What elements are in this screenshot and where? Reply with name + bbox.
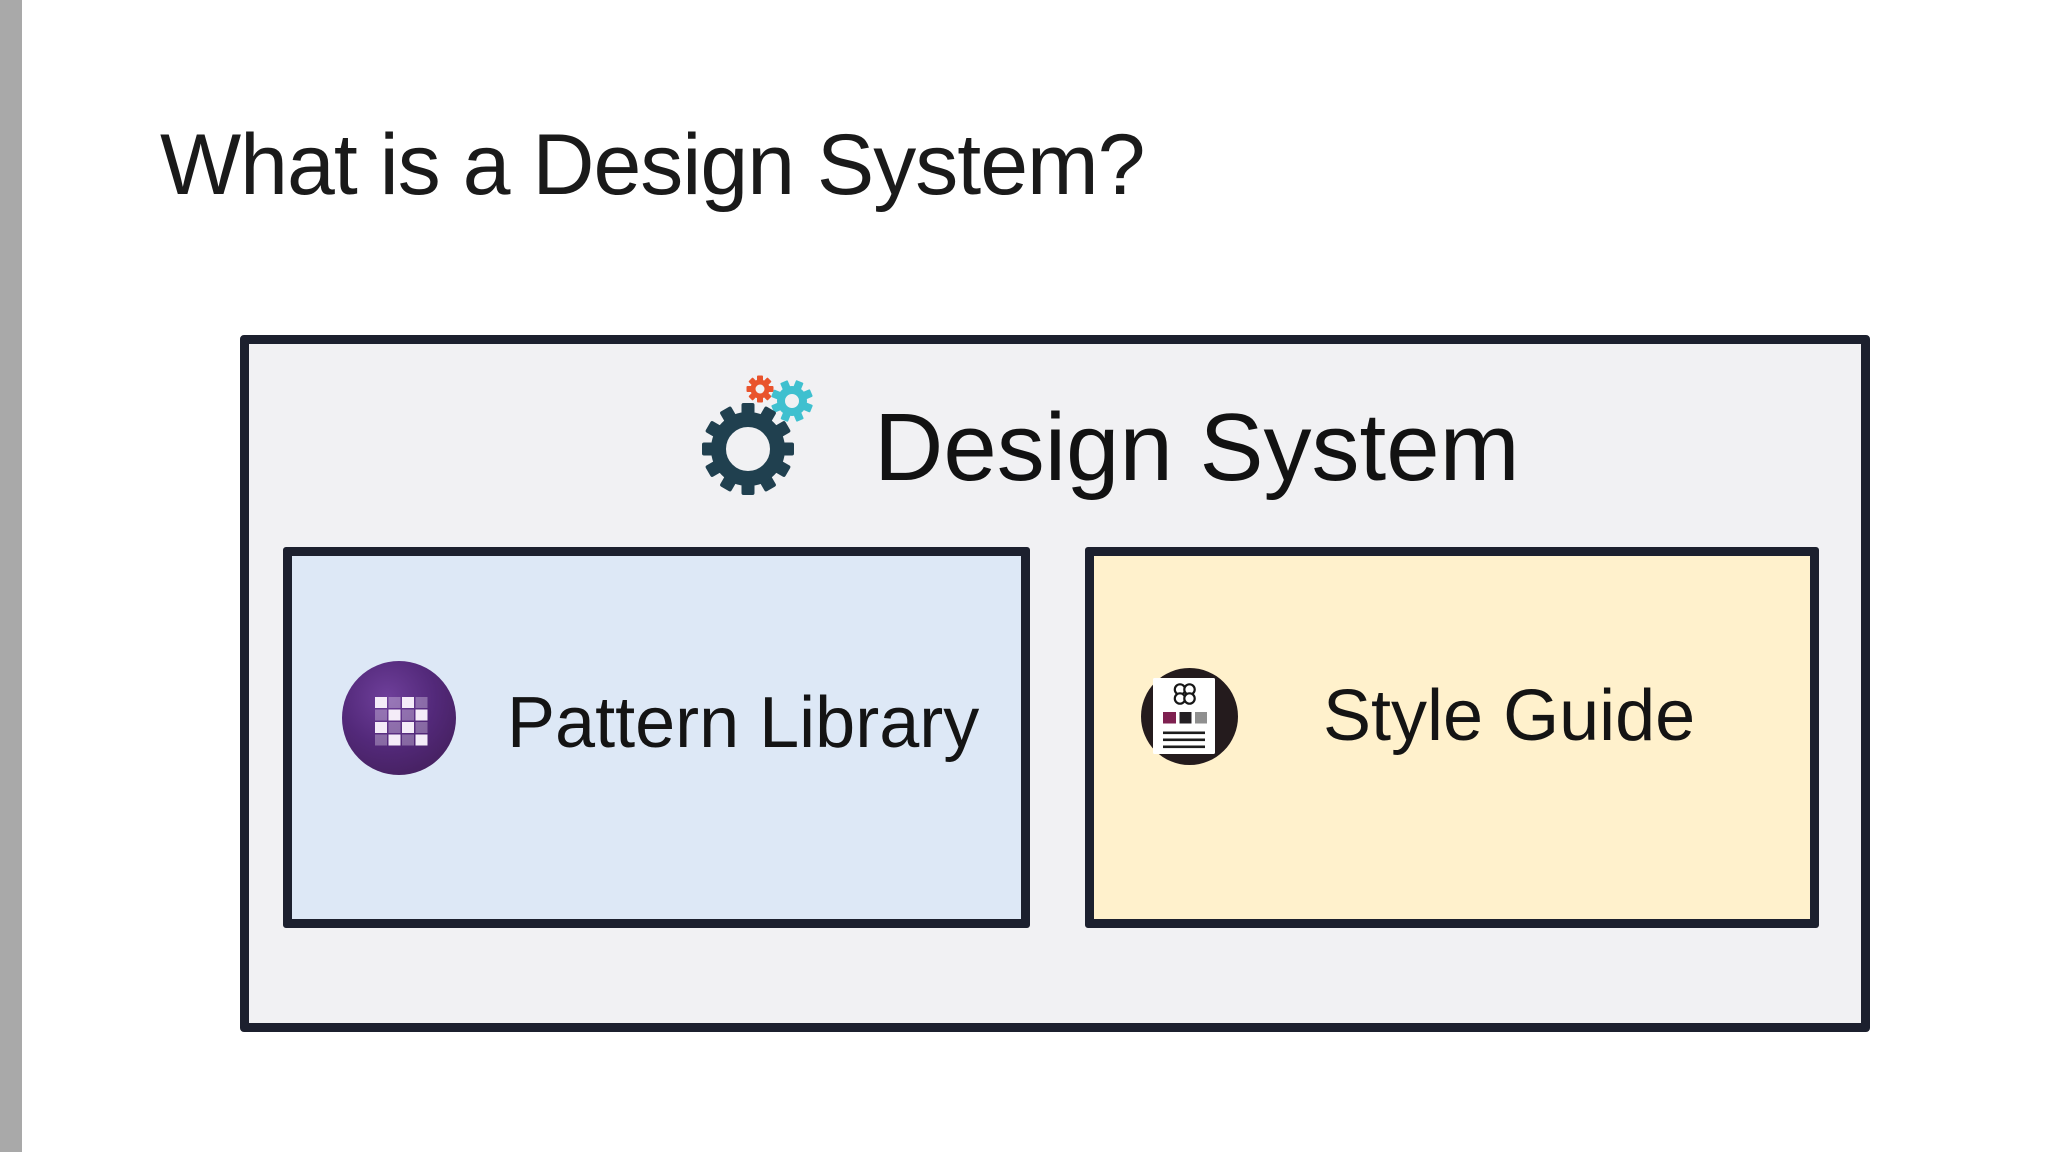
pattern-swatch-icon <box>342 661 456 775</box>
gears-icon <box>702 375 813 495</box>
color-swatches <box>1163 712 1207 724</box>
clover-logo-glyph <box>1173 683 1196 705</box>
gear-orange <box>746 375 774 403</box>
pattern-library-label: Pattern Library <box>507 683 980 763</box>
gear-dark <box>702 403 794 495</box>
design-system-label: Design System <box>874 394 1520 501</box>
checkerboard-squares <box>375 697 428 746</box>
slide-title: What is a Design System? <box>160 117 1145 213</box>
style-guide-document-icon <box>1141 668 1238 765</box>
window-edge-strip <box>0 0 22 1152</box>
gear-cyan <box>771 380 813 422</box>
style-guide-label: Style Guide <box>1323 676 1696 756</box>
text-lines <box>1163 731 1205 749</box>
